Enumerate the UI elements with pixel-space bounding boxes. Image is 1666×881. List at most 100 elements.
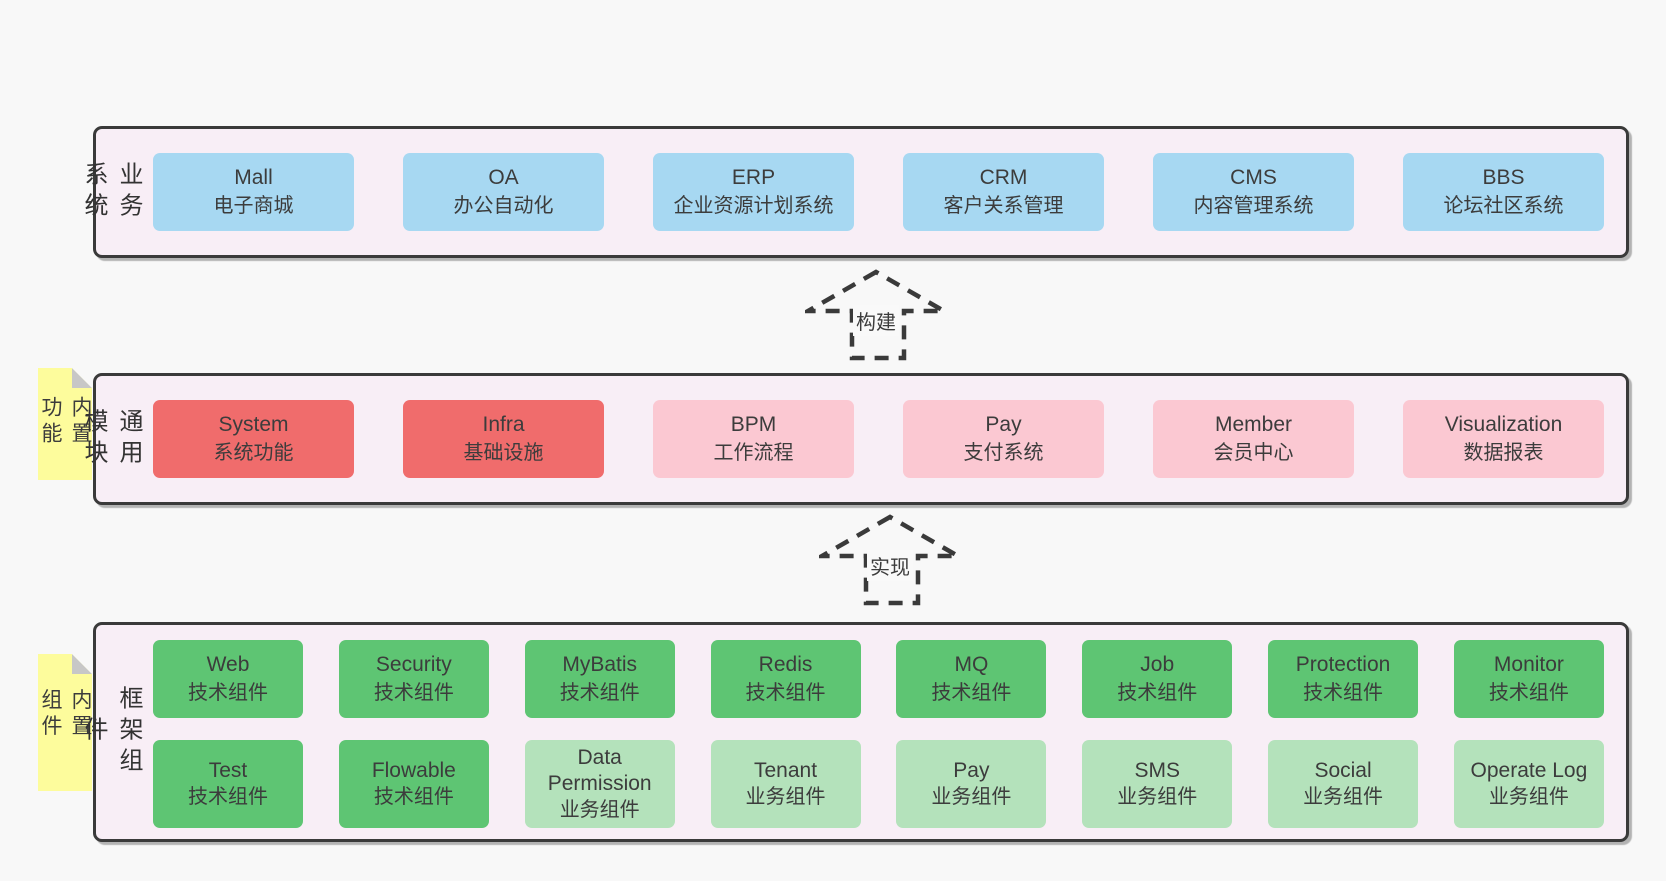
box-mybatis-name: MyBatis <box>562 653 638 676</box>
band-business-systems: 业务系统 Mall 电子商城 OA 办公自动化 ERP 企业资源计划系统 CRM… <box>80 126 1629 258</box>
box-oa-subtitle: 办公自动化 <box>453 195 554 217</box>
box-visualization-name: Visualization <box>1444 413 1563 436</box>
arrow-build-label: 构建 <box>853 305 899 336</box>
box-pay-module-name: Pay <box>985 413 1022 436</box>
box-data-permission-name: Data Permission <box>547 746 652 795</box>
box-protection-subtitle: 技术组件 <box>1303 682 1384 704</box>
band-common-modules-label: 通用模块 <box>80 408 142 470</box>
box-job-subtitle: 技术组件 <box>1117 682 1198 704</box>
box-social-subtitle: 业务组件 <box>1303 786 1384 808</box>
box-pay-module-subtitle: 支付系统 <box>963 442 1044 464</box>
box-sms-subtitle: 业务组件 <box>1117 786 1198 808</box>
dashed-up-arrow-icon <box>819 514 961 606</box>
box-bbs-name: BBS <box>1482 166 1525 189</box>
box-flowable-name: Flowable <box>371 759 456 782</box>
box-erp: ERP 企业资源计划系统 <box>653 153 854 231</box>
folded-corner-icon <box>72 368 92 388</box>
box-erp-subtitle: 企业资源计划系统 <box>673 195 834 217</box>
box-security: Security 技术组件 <box>338 640 489 718</box>
box-bpm: BPM 工作流程 <box>653 400 854 478</box>
box-infra: Infra 基础设施 <box>403 400 604 478</box>
box-test-name: Test <box>208 759 248 782</box>
box-job-name: Job <box>1140 653 1175 676</box>
box-infra-subtitle: 基础设施 <box>463 442 544 464</box>
box-pay-module: Pay 支付系统 <box>903 400 1104 478</box>
box-oa-name: OA <box>488 166 519 189</box>
box-visualization-subtitle: 数据报表 <box>1463 442 1544 464</box>
box-mall-name: Mall <box>234 166 273 189</box>
box-test-subtitle: 技术组件 <box>188 786 268 808</box>
box-bbs: BBS 论坛社区系统 <box>1403 153 1604 231</box>
band-framework-components-label: 框架组件 <box>80 685 142 779</box>
sticky-note-built-in-components-label: 内置组件 <box>39 688 92 741</box>
box-redis-subtitle: 技术组件 <box>745 682 826 704</box>
box-system: System 系统功能 <box>153 400 354 478</box>
band-common-modules: 通用模块 System 系统功能 Infra 基础设施 BPM 工作流程 Pay… <box>80 373 1629 505</box>
framework-components-row-1: Web 技术组件 Security 技术组件 MyBatis 技术组件 Redi… <box>153 640 1604 718</box>
box-tenant: Tenant 业务组件 <box>710 740 861 828</box>
box-pay-component-subtitle: 业务组件 <box>931 786 1012 808</box>
box-tenant-subtitle: 业务组件 <box>745 786 826 808</box>
box-system-name: System <box>218 413 289 436</box>
box-flowable-subtitle: 技术组件 <box>373 786 454 808</box>
box-monitor-name: Monitor <box>1493 653 1564 676</box>
box-monitor: Monitor 技术组件 <box>1453 640 1604 718</box>
arrow-build: 构建 <box>805 269 947 361</box>
box-protection: Protection 技术组件 <box>1268 640 1419 718</box>
box-tenant-name: Tenant <box>754 759 818 782</box>
box-social-name: Social <box>1314 759 1372 782</box>
box-bpm-name: BPM <box>730 413 777 436</box>
box-protection-name: Protection <box>1295 653 1391 676</box>
box-infra-name: Infra <box>482 413 525 436</box>
box-mq-subtitle: 技术组件 <box>931 682 1012 704</box>
box-sms-name: SMS <box>1134 759 1180 782</box>
box-operate-log-name: Operate Log <box>1470 759 1588 782</box>
band-framework-components: 框架组件 Web 技术组件 Security 技术组件 MyBatis 技术组件… <box>80 622 1629 842</box>
box-web-subtitle: 技术组件 <box>188 682 268 704</box>
box-test: Test 技术组件 <box>153 740 303 828</box>
box-mall: Mall 电子商城 <box>153 153 354 231</box>
box-bpm-subtitle: 工作流程 <box>713 442 794 464</box>
box-security-name: Security <box>375 653 452 676</box>
business-systems-row: Mall 电子商城 OA 办公自动化 ERP 企业资源计划系统 CRM 客户关系… <box>153 153 1604 231</box>
dashed-up-arrow-icon <box>805 269 947 361</box>
box-job: Job 技术组件 <box>1082 640 1233 718</box>
box-mybatis-subtitle: 技术组件 <box>559 682 640 704</box>
common-modules-row: System 系统功能 Infra 基础设施 BPM 工作流程 Pay 支付系统… <box>153 400 1604 478</box>
box-system-subtitle: 系统功能 <box>213 442 294 464</box>
box-mq: MQ 技术组件 <box>896 640 1047 718</box>
box-member-subtitle: 会员中心 <box>1213 442 1294 464</box>
sticky-note-built-in-features: 内置功能 <box>38 368 92 480</box>
box-sms: SMS 业务组件 <box>1082 740 1233 828</box>
folded-corner-icon <box>72 654 92 674</box>
box-bbs-subtitle: 论坛社区系统 <box>1443 195 1564 217</box>
framework-components-row-2: Test 技术组件 Flowable 技术组件 Data Permission … <box>153 740 1604 828</box>
box-pay-component-name: Pay <box>953 759 990 782</box>
box-cms-name: CMS <box>1230 166 1277 189</box>
box-social: Social 业务组件 <box>1268 740 1419 828</box>
box-monitor-subtitle: 技术组件 <box>1488 682 1569 704</box>
box-pay-component: Pay 业务组件 <box>896 740 1047 828</box>
box-member-name: Member <box>1214 413 1293 436</box>
box-mall-subtitle: 电子商城 <box>213 195 294 217</box>
sticky-note-built-in-features-label: 内置功能 <box>39 396 92 448</box>
box-data-permission-subtitle: 业务组件 <box>559 799 640 821</box>
box-web: Web 技术组件 <box>153 640 303 718</box>
band-business-systems-label: 业务系统 <box>80 161 142 223</box>
box-mq-name: MQ <box>954 653 989 676</box>
box-crm-subtitle: 客户关系管理 <box>943 195 1064 217</box>
box-operate-log-subtitle: 业务组件 <box>1488 786 1569 808</box>
box-oa: OA 办公自动化 <box>403 153 604 231</box>
box-security-subtitle: 技术组件 <box>373 682 454 704</box>
box-data-permission: Data Permission 业务组件 <box>524 740 675 828</box>
arrow-implement-label: 实现 <box>867 550 913 581</box>
box-operate-log: Operate Log 业务组件 <box>1453 740 1604 828</box>
box-redis-name: Redis <box>758 653 813 676</box>
box-cms-subtitle: 内容管理系统 <box>1193 195 1314 217</box>
box-member: Member 会员中心 <box>1153 400 1354 478</box>
box-redis: Redis 技术组件 <box>710 640 861 718</box>
box-erp-name: ERP <box>731 166 776 189</box>
box-mybatis: MyBatis 技术组件 <box>524 640 675 718</box>
arrow-implement: 实现 <box>819 514 961 606</box>
